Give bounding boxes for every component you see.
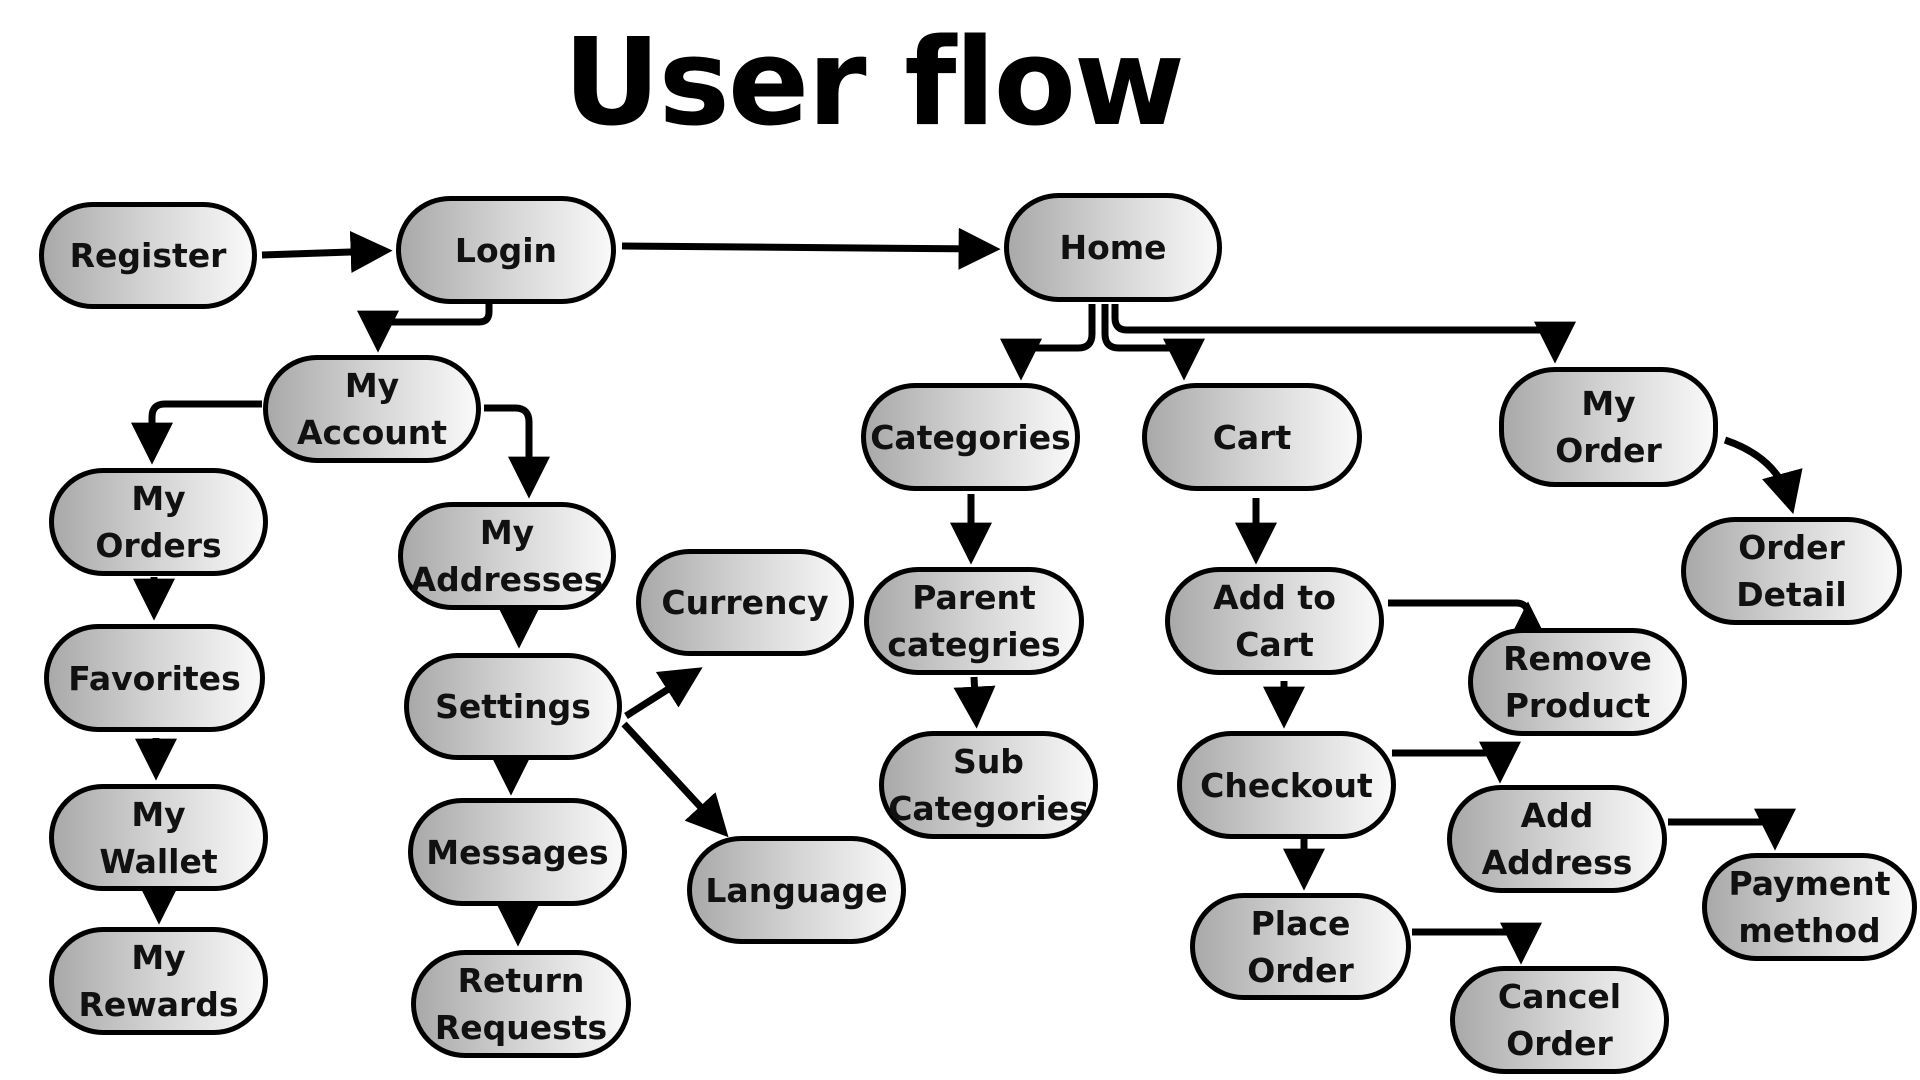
edge-home-cart <box>1101 304 1205 381</box>
node-settings[interactable]: Settings <box>404 653 622 760</box>
edge-home-my-order <box>1111 304 1576 364</box>
edge-checkout-add-address <box>1392 741 1521 784</box>
edge-home-categories <box>1000 304 1096 381</box>
node-label: Checkout <box>1200 765 1373 805</box>
node-language[interactable]: Language <box>687 836 906 944</box>
edge-my-account-my-addresses <box>484 404 550 499</box>
node-label: Currency <box>661 583 829 622</box>
node-label: My Account <box>296 366 448 452</box>
diagram-title: User flow <box>563 14 1185 153</box>
node-my-account[interactable]: My Account <box>263 355 481 463</box>
node-my-order[interactable]: My Order <box>1499 367 1718 487</box>
node-currency[interactable]: Currency <box>636 549 854 656</box>
node-messages[interactable]: Messages <box>408 798 627 906</box>
node-my-wallet[interactable]: My Wallet <box>49 784 268 891</box>
node-label: Login <box>454 230 558 270</box>
node-cart[interactable]: Cart <box>1142 383 1362 491</box>
node-label: My Wallet <box>99 794 218 881</box>
node-home[interactable]: Home <box>1004 193 1222 302</box>
node-parent-categories[interactable]: Parent categries <box>864 567 1084 675</box>
edge-my-order-order-detail <box>1723 436 1803 515</box>
node-label: Register <box>69 236 227 275</box>
node-label: Add Address <box>1481 796 1633 882</box>
node-label: Home <box>1059 228 1167 267</box>
node-register[interactable]: Register <box>39 202 257 309</box>
node-login[interactable]: Login <box>396 196 616 304</box>
edge-login-my-account <box>357 304 493 353</box>
node-payment-method[interactable]: Payment method <box>1702 853 1917 961</box>
node-label: Place Order <box>1247 903 1354 990</box>
node-label: Cancel Order <box>1497 977 1622 1063</box>
node-label: Language <box>705 870 888 910</box>
node-label: Parent categries <box>887 578 1061 664</box>
edge-settings-language <box>621 721 729 838</box>
node-label: Return Requests <box>434 961 608 1047</box>
node-label: Favorites <box>68 658 241 698</box>
edge-register-login <box>261 231 393 273</box>
node-checkout[interactable]: Checkout <box>1177 731 1396 839</box>
node-add-to-cart[interactable]: Add to Cart <box>1165 567 1384 675</box>
node-label: My Orders <box>95 479 222 565</box>
node-my-orders[interactable]: My Orders <box>49 468 268 576</box>
node-label: Categories <box>870 417 1071 457</box>
node-label: Settings <box>435 687 591 726</box>
edge-parent-sub <box>953 676 996 729</box>
node-return-requests[interactable]: Return Requests <box>411 950 631 1058</box>
edge-login-home <box>621 227 1001 270</box>
node-label: Add to Cart <box>1213 578 1336 664</box>
node-label: Order Detail <box>1736 528 1847 614</box>
edge-add-to-cart-remove-product <box>1388 599 1549 644</box>
node-place-order[interactable]: Place Order <box>1190 893 1411 1000</box>
node-label: Cart <box>1212 417 1292 457</box>
edge-add-address-payment <box>1668 808 1796 851</box>
node-sub-categories[interactable]: Sub Categories <box>879 731 1098 839</box>
node-categories[interactable]: Categories <box>861 383 1080 491</box>
node-favorites[interactable]: Favorites <box>44 624 265 732</box>
node-label: Remove Product <box>1503 639 1652 725</box>
node-label: My Rewards <box>78 938 239 1024</box>
node-label: My Order <box>1555 384 1662 470</box>
node-label: Payment method <box>1728 864 1891 950</box>
node-label: Messages <box>426 832 609 872</box>
node-my-addresses[interactable]: My Addresses <box>398 502 616 610</box>
edge-my-account-my-orders <box>131 400 262 465</box>
edge-place-order-cancel-order <box>1412 922 1542 965</box>
edge-settings-currency <box>624 667 703 719</box>
node-cancel-order[interactable]: Cancel Order <box>1450 966 1669 1074</box>
node-label: Sub Categories <box>888 742 1089 828</box>
node-my-rewards[interactable]: My Rewards <box>49 927 268 1035</box>
node-order-detail[interactable]: Order Detail <box>1681 517 1902 625</box>
node-add-address[interactable]: Add Address <box>1447 785 1667 893</box>
node-remove-product[interactable]: Remove Product <box>1468 628 1687 736</box>
node-label: My Addresses <box>410 513 604 599</box>
